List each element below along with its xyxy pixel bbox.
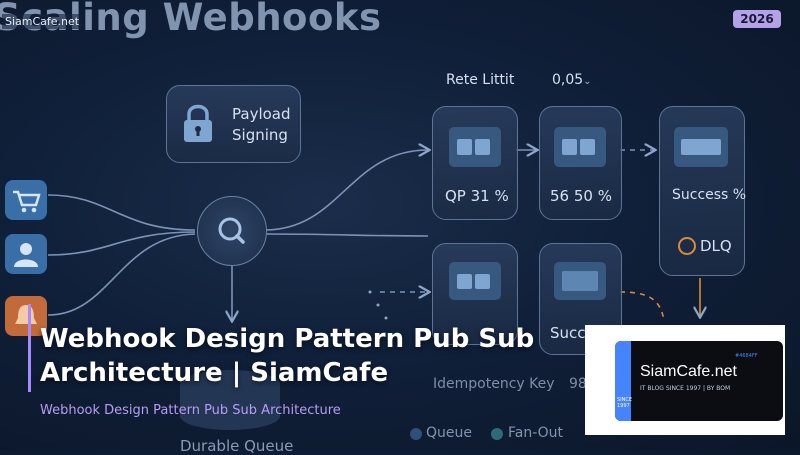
router-node: [197, 196, 267, 266]
fanout-mid: [264, 233, 429, 237]
brand-tagline: IT BLOG SINCE 1997 | BY BOM: [640, 385, 731, 392]
brand-thumbnail: SINCE 1997 #4684FF SiamCafe.net IT BLOG …: [585, 325, 785, 435]
payload-signing-label: Payload Signing: [232, 104, 291, 146]
brand-card: SINCE 1997 #4684FF SiamCafe.net IT BLOG …: [615, 341, 783, 421]
alert-connector: [47, 233, 196, 316]
chevron-down-icon: ⌄: [583, 76, 592, 87]
accent-bar: [28, 304, 31, 392]
legend-queue: Queue: [426, 425, 472, 441]
user-connector: [47, 231, 196, 256]
rate-value: 0,05⌄: [552, 72, 592, 88]
worker-4-stat: Succe: [550, 324, 595, 342]
payload-label: Payload: [232, 105, 291, 123]
database-icon: [180, 370, 280, 430]
idempotency-key-text: Idempotency Key: [433, 376, 555, 392]
signing-label: Signing: [232, 126, 288, 144]
dlq-icon: [678, 237, 696, 255]
worker-1-stat: QP 31 %: [445, 187, 509, 205]
window-icon: [449, 262, 501, 300]
cart-icon: [13, 190, 41, 213]
worker-node-1: QP 31 %: [432, 106, 518, 220]
cart-connector: [47, 194, 196, 231]
payload-signing-box: Payload Signing: [166, 85, 301, 163]
success-node: Success % DLQ: [659, 106, 747, 276]
user-icon: [14, 243, 38, 267]
dlq-label: DLQ: [700, 237, 732, 255]
worker-2-stat: 56 50 %: [550, 187, 612, 205]
brand-name: SiamCafe.net: [640, 363, 737, 380]
user-tile: [5, 234, 47, 274]
legend-fanout: Fan-Out: [508, 425, 564, 441]
rate-limit-label: Rete Littit: [446, 72, 515, 88]
success-label: Success %: [672, 187, 747, 203]
since-badge: SINCE 1997: [617, 397, 633, 409]
overlay-subtitle: Webhook Design Pattern Pub Sub Architect…: [40, 403, 341, 418]
cart-tile: [5, 180, 47, 220]
worker-node-2: 56 50 %: [539, 106, 622, 220]
brand-card-stripe: [615, 341, 631, 421]
search-icon: [218, 217, 245, 244]
fanout-top: [264, 150, 428, 231]
queue-legend-icon: [410, 428, 422, 440]
durable-queue-label: Durable Queue: [180, 437, 294, 455]
rate-value-text: 0,05: [552, 72, 584, 88]
card-icon: [554, 262, 606, 300]
window-icon: [449, 127, 501, 167]
lock-icon: [184, 104, 212, 142]
overlay-title-line-2: Architecture | SiamCafe: [40, 358, 389, 388]
brand-hex: #4684FF: [735, 353, 758, 359]
fanout-legend-icon: [491, 428, 503, 440]
overlay-title: Webhook Design Pattern Pub Sub Architect…: [40, 322, 580, 390]
bell-icon: [15, 305, 37, 324]
overlay-title-line-1: Webhook Design Pattern Pub Sub: [40, 324, 535, 354]
worker-node-3: [432, 243, 518, 345]
alert-tile: [5, 296, 47, 336]
server-icon: [674, 127, 728, 167]
window-icon: [554, 127, 606, 167]
brand-watermark: SiamCafe.net: [2, 14, 83, 29]
year-badge: 2026: [733, 10, 781, 28]
